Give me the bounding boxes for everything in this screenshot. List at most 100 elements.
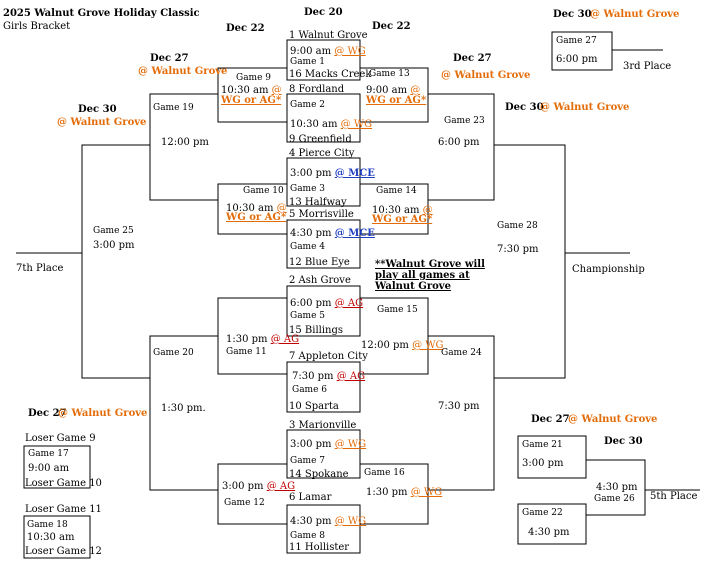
- game26-label: Game 26: [594, 494, 635, 504]
- game1-line: [286, 39, 361, 81]
- header-dec27-bottom-left-site: @ Walnut Grove: [58, 408, 148, 419]
- game18-loser-bottom: Loser Game 12: [25, 546, 102, 557]
- game17-loser-bottom: Loser Game 10: [25, 478, 102, 489]
- team-12: 12 Blue Eye: [289, 257, 350, 268]
- game12-label: Game 12: [224, 498, 265, 508]
- game18-label: Game 18: [27, 520, 68, 530]
- team-3: 3 Marionville: [289, 420, 357, 431]
- game23-label: Game 23: [444, 116, 485, 126]
- header-dec30-top-site: @ Walnut Grove: [590, 9, 680, 20]
- team-13: 13 Halfway: [289, 197, 347, 208]
- header-dec27-bottom-left: Dec 27: [28, 408, 67, 419]
- team-7: 7 Appleton City: [289, 351, 368, 362]
- team-10: 10 Sparta: [289, 401, 339, 412]
- game16-line: [360, 463, 429, 525]
- team-9: 9 Greenfield: [289, 134, 352, 145]
- game5-time: 6:00 pm @ AG: [290, 298, 364, 309]
- game3-label: Game 3: [290, 184, 326, 194]
- game5-label: Game 5: [290, 311, 326, 321]
- game13-line: [360, 67, 429, 123]
- team-15: 15 Billings: [289, 325, 344, 336]
- header-dec22-left: Dec 22: [226, 23, 265, 34]
- game3-line: [286, 157, 361, 207]
- game16-time: 1:30 pm @ WG: [366, 487, 443, 498]
- game5-line: [286, 285, 361, 337]
- game7-time: 3:00 pm @ WG: [290, 439, 367, 450]
- game18-loser-top: Loser Game 11: [25, 504, 102, 515]
- header-dec30-right: Dec 30: [505, 102, 544, 113]
- game8-line: [286, 504, 361, 554]
- game6-time: 7:30 pm @ AG: [292, 371, 366, 382]
- header-dec30-left-site: @ Walnut Grove: [57, 117, 147, 128]
- game24-time: 7:30 pm: [438, 401, 480, 412]
- game1-time: 9:00 am @ WG: [290, 46, 366, 57]
- header-dec27-right: Dec 27: [453, 53, 492, 64]
- game25-line: [81, 144, 150, 379]
- game22-time: 4:30 pm: [528, 527, 570, 538]
- team-5: 5 Morrisville: [289, 209, 354, 220]
- game7-label: Game 7: [290, 456, 326, 466]
- game26-time: 4:30 pm: [596, 482, 638, 493]
- game2-line: [286, 93, 361, 143]
- game7-line: [286, 429, 361, 479]
- game12-time: 3:00 pm @ AG: [222, 481, 296, 492]
- game28-time: 7:30 pm: [497, 244, 539, 255]
- header-dec30-right-site: @ Walnut Grove: [540, 102, 630, 113]
- header-dec27-bottom-right: Dec 27: [531, 414, 570, 425]
- game4-line: [286, 219, 361, 269]
- game18-time: 10:30 am: [27, 532, 75, 543]
- team-14: 14 Spokane: [289, 469, 349, 480]
- game19-time: 12:00 pm: [161, 137, 209, 148]
- game27-label: Game 27: [556, 36, 597, 46]
- team-2: 2 Ash Grove: [289, 275, 351, 286]
- team-4: 4 Pierce City: [289, 148, 355, 159]
- game25-label: Game 25: [93, 226, 134, 236]
- game21-time: 3:00 pm: [522, 458, 564, 469]
- game16-label: Game 16: [364, 468, 405, 478]
- team-16: 16 Macks Creek: [289, 69, 372, 80]
- header-dec27-left: Dec 27: [150, 53, 189, 64]
- header-dec30-left: Dec 30: [78, 104, 117, 115]
- game12-line: [217, 463, 287, 525]
- game27-time: 6:00 pm: [556, 54, 598, 65]
- header-dec27-right-site: @ Walnut Grove: [441, 70, 531, 81]
- game8-time: 4:30 pm @ WG: [290, 516, 367, 527]
- game19-label: Game 19: [153, 103, 194, 113]
- game10-label: Game 10: [243, 186, 284, 196]
- game28-label: Game 28: [497, 221, 538, 231]
- game28-line: [494, 144, 566, 379]
- game10-site: WG or AG*: [226, 212, 287, 223]
- game20-line: [149, 335, 218, 491]
- game13-time: 9:00 am @: [366, 85, 421, 96]
- game22-line: [517, 503, 587, 545]
- seventh-place: 7th Place: [16, 263, 64, 274]
- game9-label: Game 9: [236, 73, 272, 83]
- game24-label: Game 24: [441, 348, 482, 358]
- team-8: 8 Fordland: [289, 84, 345, 95]
- game22-label: Game 22: [522, 508, 563, 518]
- team-1: 1 Walnut Grove: [289, 30, 368, 41]
- header-dec30-top: Dec 30: [553, 9, 592, 20]
- game23-time: 6:00 pm: [438, 137, 480, 148]
- game17-line: [23, 445, 91, 489]
- game17-time: 9:00 am: [28, 463, 70, 474]
- game21-label: Game 21: [522, 440, 563, 450]
- championship: Championship: [572, 264, 645, 275]
- game13-label: Game 13: [369, 69, 410, 79]
- team-6: 6 Lamar: [289, 492, 332, 503]
- game9-line: [217, 67, 287, 123]
- game25-time: 3:00 pm: [93, 240, 135, 251]
- game11-time: 1:30 pm @ AG: [226, 334, 300, 345]
- team-11: 11 Hollister: [289, 542, 350, 553]
- game24-line: [428, 335, 495, 491]
- game6-label: Game 6: [292, 385, 328, 395]
- game15-time: 12:00 pm @ WG: [361, 340, 444, 351]
- header-dec22-right: Dec 22: [372, 21, 411, 32]
- game8-label: Game 8: [290, 531, 326, 541]
- game11-label: Game 11: [226, 347, 267, 357]
- fifth-place: 5th Place: [650, 491, 698, 502]
- game13-site: WG or AG*: [366, 95, 427, 106]
- game14-line: [360, 183, 429, 235]
